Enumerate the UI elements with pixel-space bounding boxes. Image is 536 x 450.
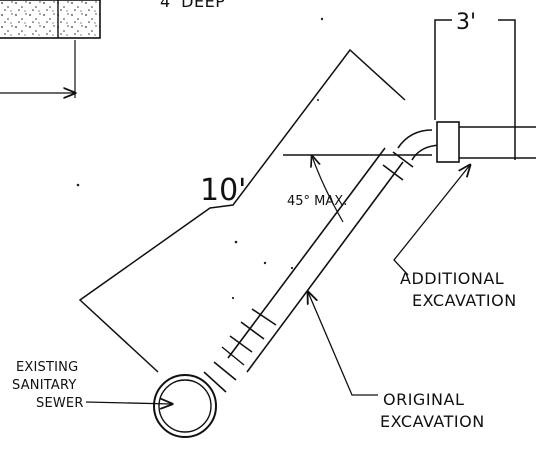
- angle-label: 45° MAX.: [287, 194, 347, 209]
- existing-sewer-line-1: EXISTING: [16, 360, 78, 375]
- additional-excavation-line-2: EXCAVATION: [412, 291, 517, 310]
- angle-arc: [312, 156, 344, 223]
- existing-sewer-pipe: [153, 374, 217, 438]
- scan-specks: [76, 17, 324, 300]
- sloped-pipe: [203, 147, 414, 393]
- existing-sewer-line-2: SANITARY: [12, 378, 77, 393]
- dimension-width-label: 3': [456, 10, 476, 35]
- horizontal-pipe: [459, 126, 536, 159]
- additional-excavation-label: ADDITIONAL EXCAVATION: [393, 165, 517, 310]
- existing-sewer-line-3: SEWER: [36, 396, 84, 411]
- pipe-elbow: [397, 121, 460, 163]
- original-excavation-line-1: ORIGINAL: [383, 390, 464, 409]
- existing-sewer-label: EXISTING SANITARY SEWER: [12, 360, 172, 411]
- original-excavation-label: ORIGINAL EXCAVATION: [308, 292, 485, 431]
- concrete-block: [0, 0, 101, 39]
- original-excavation-outline: [78, 48, 406, 373]
- dimension-length-label: 10': [200, 173, 246, 208]
- top-left-dimension: [0, 40, 75, 98]
- additional-excavation-line-1: ADDITIONAL: [400, 269, 504, 288]
- partial-top-text: 4' DEEP: [160, 0, 225, 11]
- original-excavation-line-2: EXCAVATION: [380, 412, 485, 431]
- additional-excavation-outline: [434, 19, 516, 160]
